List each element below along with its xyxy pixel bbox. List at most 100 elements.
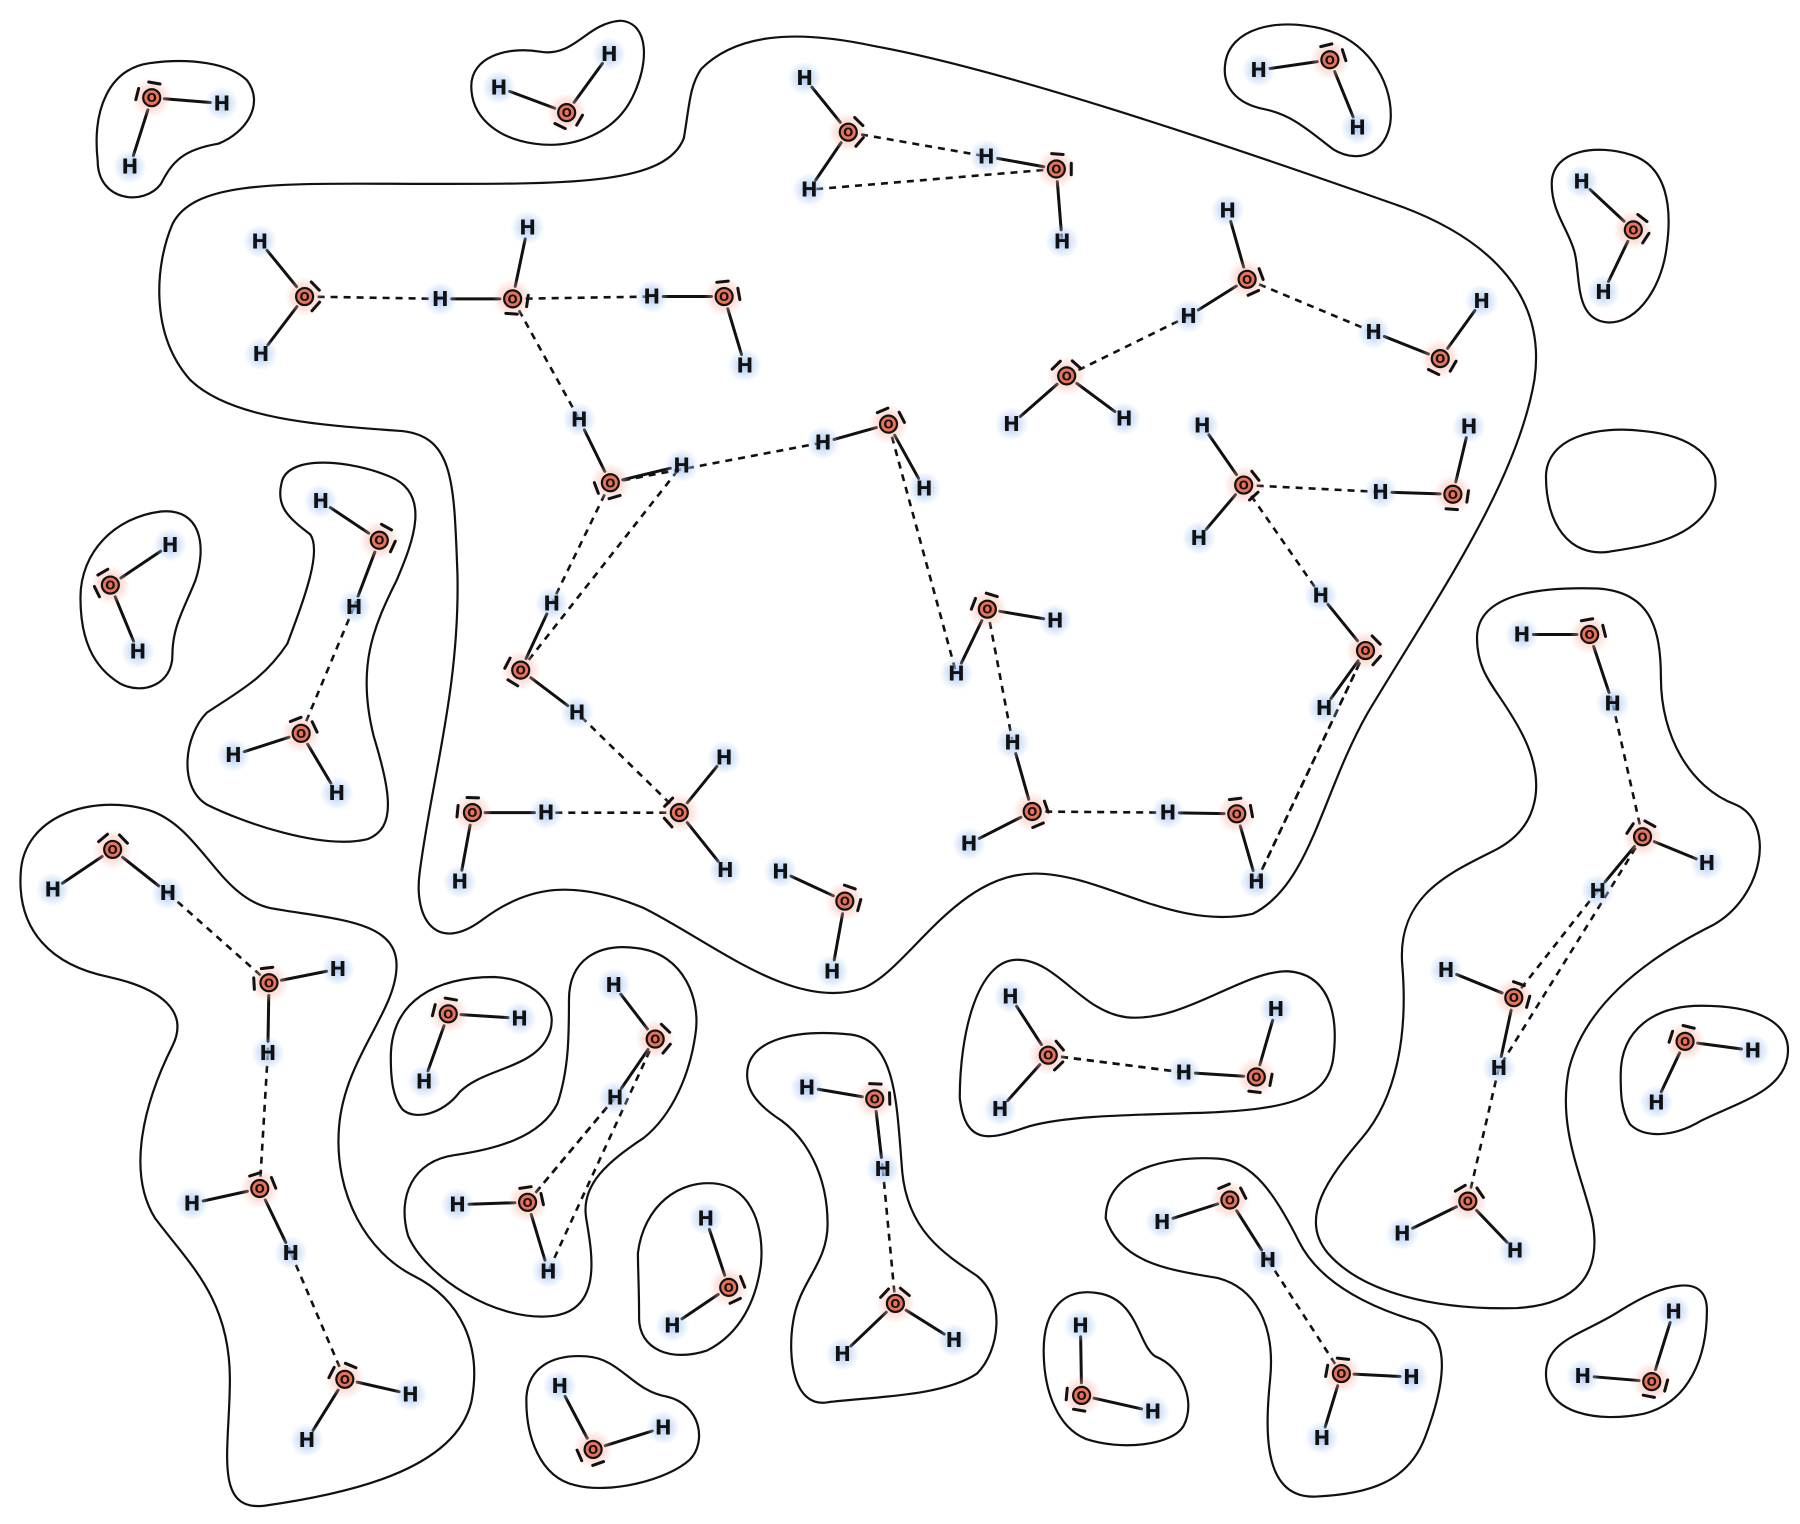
covalent-bond — [1655, 1322, 1670, 1369]
hydrogen-atom: H — [790, 1070, 824, 1104]
hydrogen-atom: H — [1586, 275, 1620, 309]
hydrogen-atom: H — [1182, 521, 1216, 555]
oxygen-label: O — [1435, 352, 1445, 366]
hydrogen-bond — [987, 609, 1012, 742]
hydrogen-label: H — [1312, 583, 1329, 607]
hydrogen-bond — [260, 1053, 268, 1189]
hydrogen-label: H — [1595, 280, 1612, 304]
oxygen-label: O — [1647, 1375, 1657, 1389]
hydrogen-label: H — [1267, 997, 1284, 1021]
hydrogen-label: H — [1250, 58, 1267, 82]
hydrogen-atom: H — [113, 150, 147, 184]
hydrogen-label: H — [251, 229, 268, 253]
hydrogen-label: H — [1665, 1299, 1682, 1323]
hydrogen-atom: H — [1482, 1051, 1516, 1085]
oxygen-atom: O — [659, 793, 699, 833]
hydrogen-label: H — [159, 881, 176, 905]
oxygen-label: O — [255, 1182, 265, 1196]
hydrogen-atom: H — [443, 865, 477, 899]
hydrogen-label: H — [948, 662, 965, 686]
covalent-bond — [605, 1431, 652, 1446]
hydrogen-label: H — [736, 354, 753, 378]
hydrogen-atom: H — [763, 854, 797, 888]
hydrogen-atom: H — [423, 282, 457, 316]
cluster-boundary — [187, 463, 415, 842]
hydrogen-atom: H — [1045, 224, 1079, 258]
oxygen-label: O — [1225, 1194, 1235, 1208]
hydrogen-label: H — [1490, 1056, 1507, 1080]
cluster-boundary — [159, 37, 1536, 994]
hydrogen-label: H — [44, 878, 61, 902]
hydrogen-atom: H — [320, 776, 354, 810]
lone-pair — [506, 313, 517, 314]
oxygen-atom: O — [428, 994, 468, 1034]
oxygen-atom: O — [285, 277, 325, 317]
hydrogen-label: H — [1403, 1365, 1420, 1389]
hydrogen-atom: H — [1736, 1034, 1770, 1068]
oxygen-atom: O — [93, 829, 133, 869]
covalent-bond — [687, 823, 718, 862]
oxygen-label: O — [508, 292, 518, 306]
oxygen-atom: O — [828, 112, 868, 152]
hydrogen-label: H — [1365, 320, 1382, 344]
hydrogen-label: H — [824, 959, 841, 983]
hydrogen-bond — [889, 424, 957, 673]
hydrogen-bond — [305, 297, 441, 299]
hydrogen-label: H — [1176, 1060, 1193, 1084]
oxygen-label: O — [340, 1373, 350, 1387]
oxygen-label: O — [724, 1281, 734, 1295]
hydrogen-atom: H — [251, 1036, 285, 1070]
oxygen-label: O — [264, 976, 274, 990]
hydrogen-atom: H — [562, 403, 596, 437]
hydrogen-atom: H — [1657, 1294, 1691, 1328]
hydrogen-label: H — [162, 533, 179, 557]
hydrogen-bond — [1256, 651, 1365, 882]
oxygen-label: O — [296, 727, 306, 741]
hydrogen-atom: H — [1172, 299, 1206, 333]
hydrogen-atom: H — [655, 1308, 689, 1342]
hydrogen-bond — [1268, 1260, 1342, 1374]
oxygen-label: O — [516, 664, 526, 678]
hydrogen-label: H — [130, 640, 147, 664]
oxygen-atom: O — [132, 78, 172, 118]
hydrogen-label: H — [717, 858, 734, 882]
oxygen-label: O — [588, 1443, 598, 1457]
hydrogen-atom: H — [511, 211, 545, 245]
oxygen-label: O — [1463, 1195, 1473, 1209]
hydrogen-atom: H — [304, 484, 338, 518]
hydrogen-bond — [1499, 837, 1643, 1068]
hydrogen-atom: H — [1385, 1216, 1419, 1250]
oxygen-label: O — [1239, 479, 1249, 493]
hydrogen-atom: H — [939, 657, 973, 691]
hydrogen-label: H — [834, 1342, 851, 1366]
hydrogen-bonds — [113, 132, 1643, 1379]
oxygen-label: O — [1509, 991, 1519, 1005]
hydrogen-label: H — [716, 745, 733, 769]
hydrogen-atom: H — [1259, 992, 1293, 1026]
hydrogen-label: H — [961, 832, 978, 856]
hydrogen-atom: H — [826, 1337, 860, 1371]
hydrogen-atom: H — [503, 1001, 537, 1035]
oxygen-label: O — [1077, 1389, 1087, 1403]
hydrogen-label: H — [432, 287, 449, 311]
oxygen-label: O — [890, 1297, 900, 1311]
hydrogen-label: H — [697, 1206, 714, 1230]
hydrogen-atom: H — [321, 952, 355, 986]
hydrogen-label: H — [1589, 879, 1606, 903]
hydrogen-label: H — [1313, 1426, 1330, 1450]
hydrogen-label: H — [1574, 1364, 1591, 1388]
hydrogen-atom: H — [646, 1411, 680, 1445]
hydrogen-bond — [1256, 651, 1365, 882]
hydrogen-atom: H — [792, 173, 826, 207]
oxygen-atom: O — [709, 1267, 749, 1307]
oxygen-label: O — [1043, 1049, 1053, 1063]
oxygen-label: O — [883, 418, 893, 432]
hydrogen-atom: H — [592, 37, 626, 71]
hydrogen-label: H — [801, 178, 818, 202]
oxygen-atom: O — [1036, 149, 1076, 189]
hydrogen-atom: H — [1305, 1421, 1339, 1455]
hydrogen-atom: H — [1340, 111, 1374, 145]
hydrogen-label: H — [916, 477, 933, 501]
hydrogen-label: H — [569, 701, 586, 725]
lone-pair — [1581, 619, 1592, 621]
